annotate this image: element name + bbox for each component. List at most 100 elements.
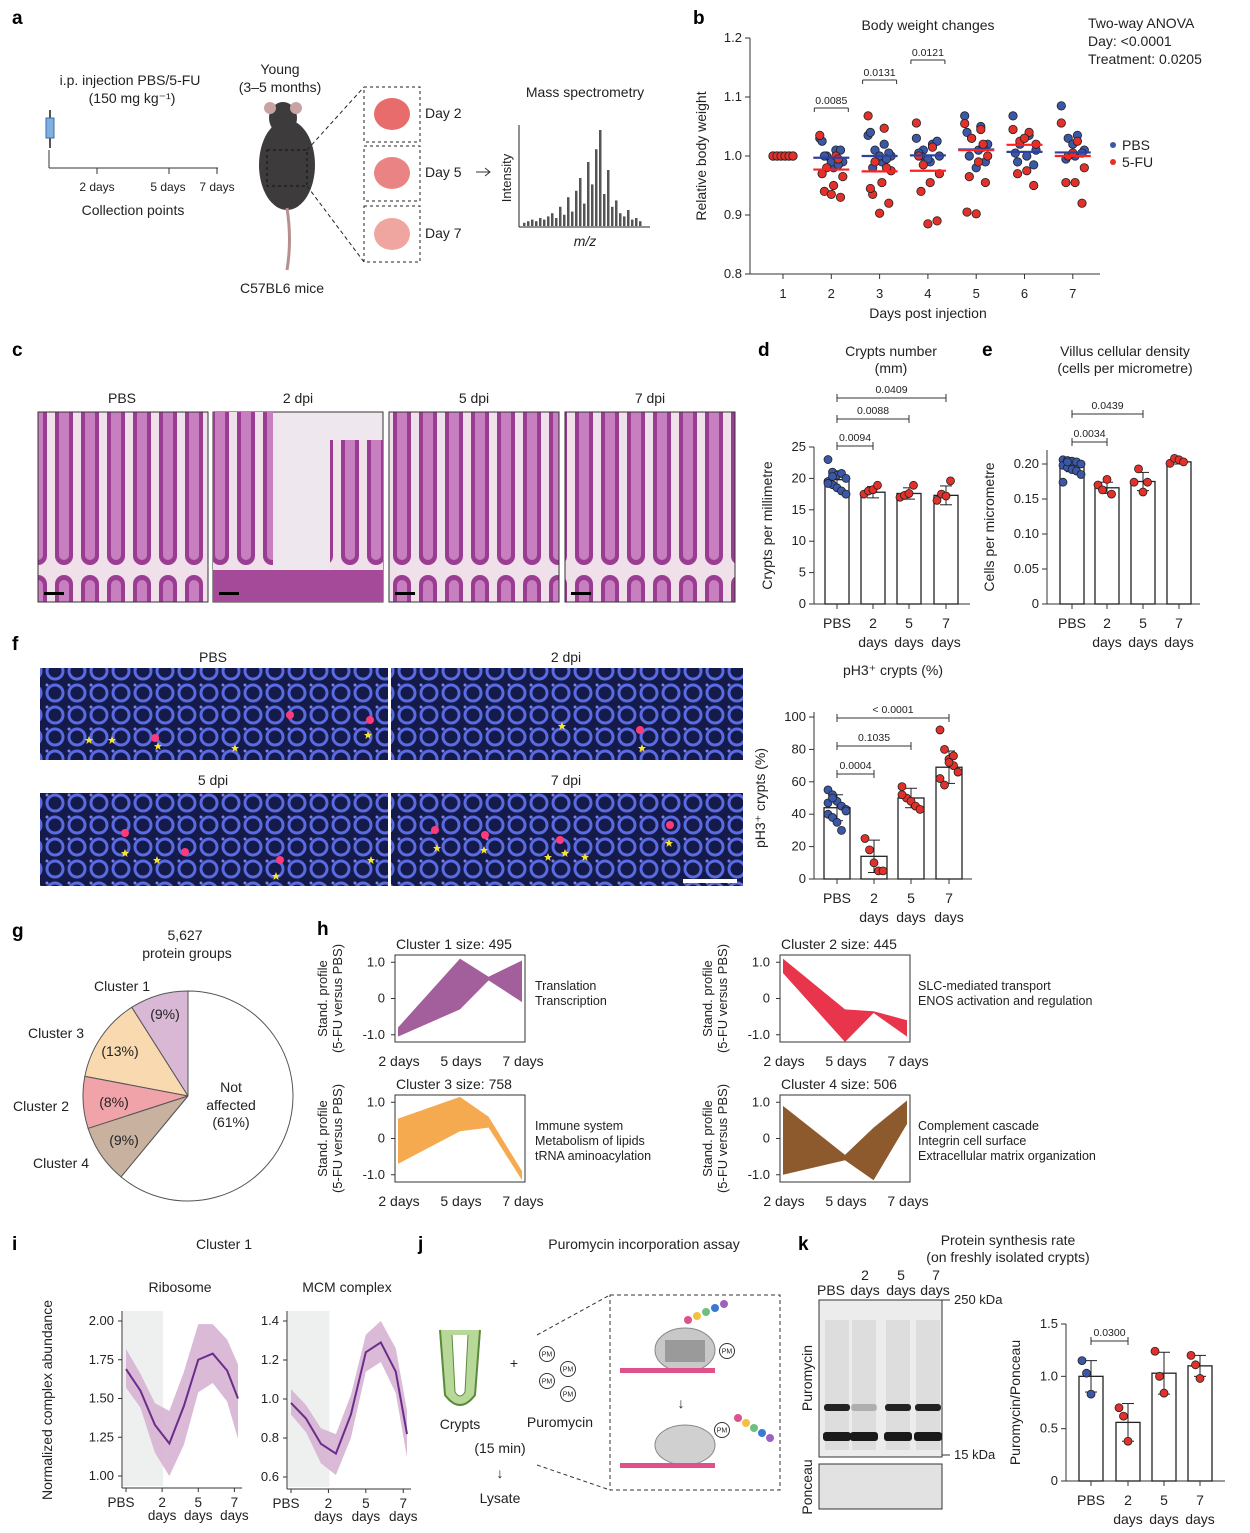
peptide-bead xyxy=(750,1424,758,1432)
data-point-5-FU xyxy=(980,177,991,188)
scale-bar xyxy=(683,879,737,883)
y-tick-label: 1.00 xyxy=(89,1468,114,1483)
day-label: Day 5 xyxy=(425,164,462,180)
data-point xyxy=(1076,459,1086,469)
data-point xyxy=(909,480,918,490)
down-arrow: ↓ xyxy=(678,1395,685,1411)
ms-peak xyxy=(587,162,590,226)
x-tick-sublabel: days xyxy=(1128,634,1158,650)
arrow-icon xyxy=(476,167,491,177)
data-point xyxy=(1076,470,1086,479)
ms-peak xyxy=(547,216,550,226)
anova-stat: Two-way ANOVA xyxy=(1088,15,1195,31)
pie-label: Cluster 3 xyxy=(28,1025,84,1041)
data-point xyxy=(841,489,851,499)
x-tick-label: PBS xyxy=(107,1495,134,1510)
data-point xyxy=(841,806,851,816)
anova-stat: Day: <0.0001 xyxy=(1088,33,1172,49)
data-point-PBS xyxy=(964,151,974,161)
lane-smear xyxy=(916,1320,940,1450)
scale-bar xyxy=(44,592,64,595)
panel-label-b: b xyxy=(693,8,705,29)
mean-line xyxy=(290,1341,408,1456)
y-axis-label: Stand. profile xyxy=(700,1100,715,1177)
data-point xyxy=(1086,1389,1096,1399)
data-point-PBS xyxy=(879,139,889,149)
ms-peak xyxy=(523,222,526,226)
y-tick-label: 20 xyxy=(792,470,806,485)
data-point xyxy=(823,455,833,464)
data-point-5-FU xyxy=(923,219,933,229)
data-point-5-FU xyxy=(826,189,836,199)
y-axis-label: Stand. profile xyxy=(315,960,330,1037)
puromycin-icon xyxy=(719,1343,735,1359)
profile-band xyxy=(783,958,907,1042)
data-point xyxy=(878,866,888,876)
y-tick-label: 1.4 xyxy=(261,1313,279,1328)
blot-label: Puromycin xyxy=(799,1345,815,1411)
data-point-PBS xyxy=(911,133,922,143)
legend-marker xyxy=(1110,142,1116,148)
data-point-5-FU xyxy=(966,133,977,143)
p-value: 0.0004 xyxy=(839,760,871,772)
intestine-day2-icon xyxy=(363,86,421,143)
pm-label: PM xyxy=(563,1367,574,1374)
y-tick-label: 1.0 xyxy=(367,954,385,969)
bar xyxy=(933,494,959,605)
y-tick-label: 1.75 xyxy=(89,1352,114,1367)
y-tick-label: 0.6 xyxy=(261,1469,279,1484)
ph3-positive-cell xyxy=(666,821,674,829)
band-lower xyxy=(823,1432,851,1441)
data-point xyxy=(940,780,949,790)
ms-ylabel: Intensity xyxy=(499,153,514,202)
puromycin-icon xyxy=(560,1361,576,1377)
confidence-band xyxy=(126,1324,238,1476)
p-value: 0.0085 xyxy=(815,95,847,107)
panel-label-a: a xyxy=(12,8,23,29)
panel-label-i: i xyxy=(12,1234,17,1255)
x-tick-label: 5 xyxy=(1160,1492,1168,1508)
data-point-5-FU xyxy=(971,209,981,219)
x-tick-label: 7 xyxy=(1069,286,1076,301)
data-point-PBS xyxy=(1008,111,1018,121)
p-value: 0.1035 xyxy=(858,732,890,744)
image-title: 7 dpi xyxy=(551,772,581,788)
x-tick-label: 7 xyxy=(400,1496,408,1511)
x-tick-sublabel: days xyxy=(1092,634,1122,650)
x-tick-sublabel: days xyxy=(894,634,924,650)
y-axis-label: Cells per micrometre xyxy=(981,462,997,591)
y-tick-label: 1.0 xyxy=(261,1391,279,1406)
fluorescence-image-2dpi xyxy=(391,668,743,760)
y-tick-label: 0.5 xyxy=(1040,1421,1058,1436)
scale-bar xyxy=(571,592,591,595)
data-point-PBS xyxy=(1012,157,1023,167)
pie-slice xyxy=(84,1006,190,1097)
peptide-bead xyxy=(766,1434,774,1442)
x-tick-label: 7 days xyxy=(887,1053,928,1069)
data-point-5-FU xyxy=(865,183,876,194)
band-upper xyxy=(824,1404,850,1411)
data-point xyxy=(940,745,949,754)
p-value: 0.0439 xyxy=(1091,400,1123,412)
x-tick-label: 5 days xyxy=(440,1053,481,1069)
bar xyxy=(1130,480,1156,605)
intestine-day7-icon xyxy=(363,205,421,263)
ms-peak xyxy=(563,214,566,226)
y-axis-label: (5-FU versus PBS) xyxy=(715,1084,730,1193)
x-tick-label: 1 xyxy=(779,286,786,301)
x-tick-label: 2 xyxy=(869,615,877,631)
x-tick-label: PBS xyxy=(1077,1492,1105,1508)
lane-label: 7 xyxy=(932,1267,940,1283)
panel-a: i.p. injection PBS/5-FU (150 mg kg⁻¹) 2 … xyxy=(45,61,650,296)
ms-peak xyxy=(551,213,554,226)
data-point-PBS xyxy=(1022,151,1032,161)
x-tick-label: 2 xyxy=(1124,1492,1132,1508)
y-axis-label: Relative body weight xyxy=(693,91,709,220)
data-point xyxy=(869,858,879,868)
data-point-PBS xyxy=(819,151,830,161)
panel-label-d: d xyxy=(758,340,770,361)
enriched-term: Transcription xyxy=(535,994,607,1008)
data-point-5-FU xyxy=(870,157,880,167)
ph3-positive-cell xyxy=(181,848,189,856)
